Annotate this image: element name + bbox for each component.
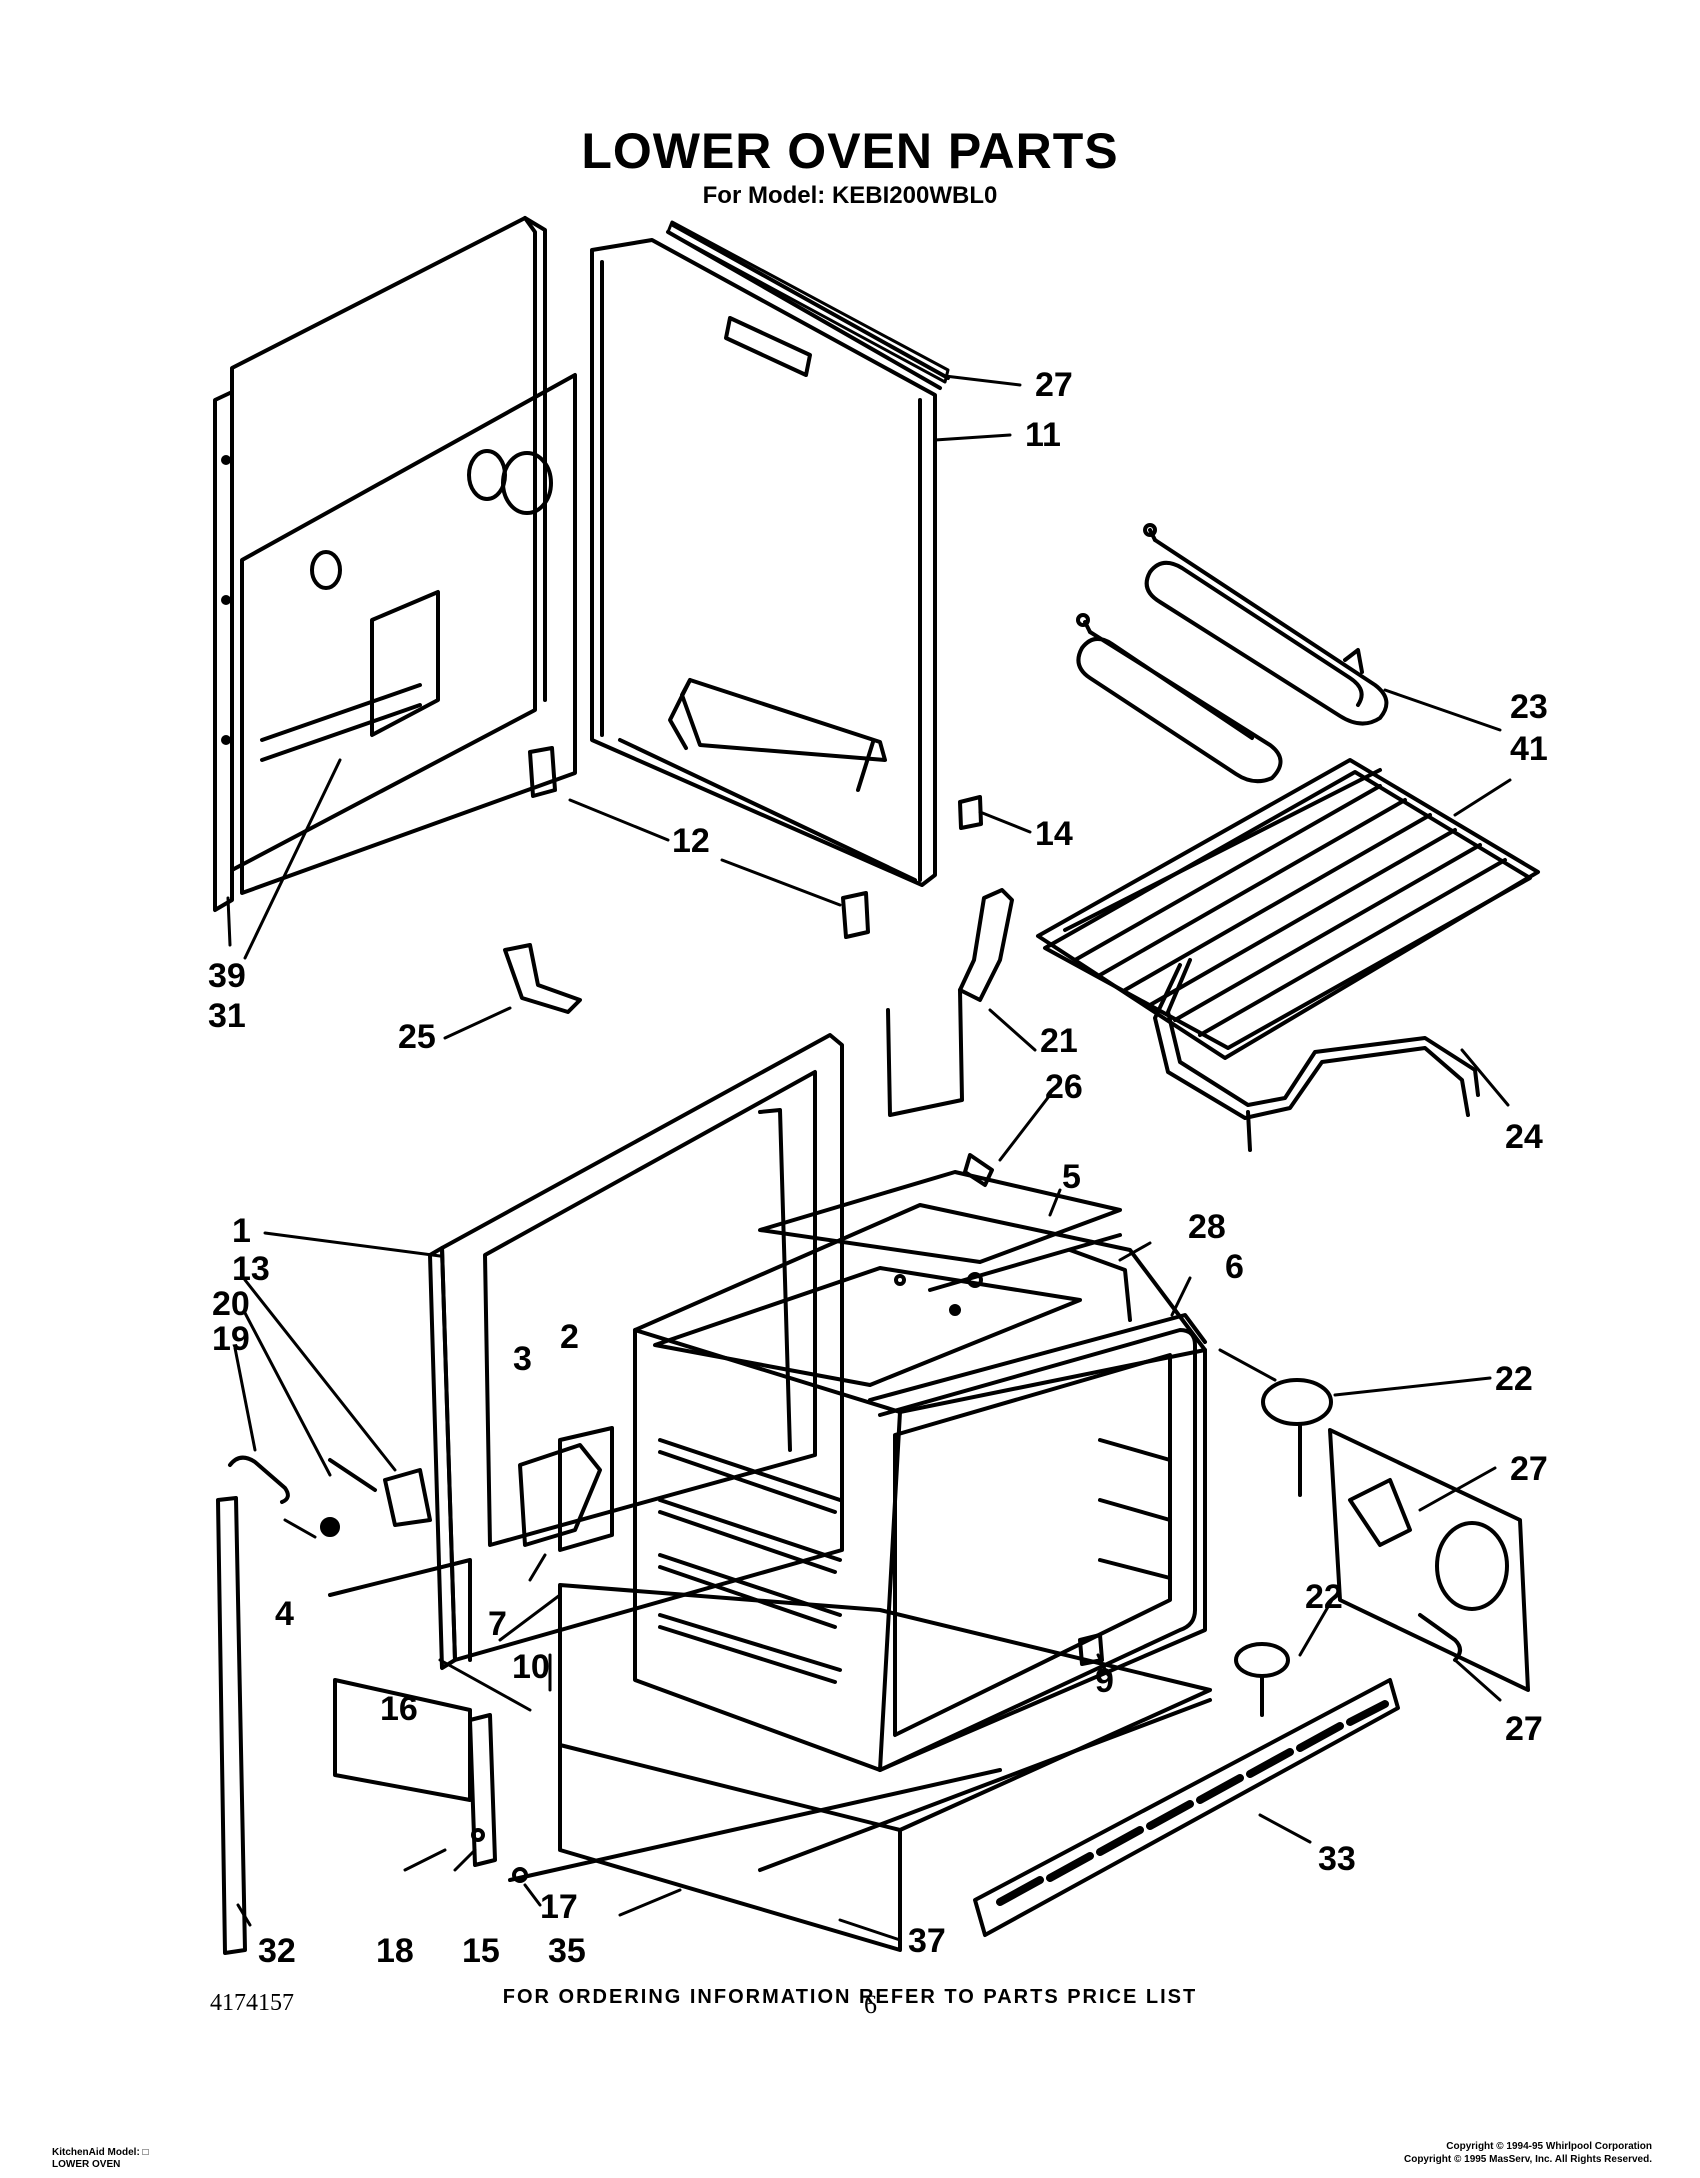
top-strip xyxy=(666,220,950,384)
broil-element xyxy=(1076,523,1389,784)
callout-6: 6 xyxy=(1225,1248,1244,1286)
callout-2: 2 xyxy=(560,1318,579,1356)
oven-cavity xyxy=(633,1170,1207,1772)
page-number: 6 xyxy=(864,1990,877,2019)
callout-24: 24 xyxy=(1505,1118,1543,1156)
callout-15: 15 xyxy=(462,1932,500,1970)
document-number: 4174157 xyxy=(210,1990,294,2016)
callout-37: 37 xyxy=(908,1922,946,1960)
copyright-line2: Copyright © 1995 MasServ, Inc. All Right… xyxy=(1403,2154,1652,2165)
callout-11: 11 xyxy=(1025,416,1061,454)
callout-32: 27 xyxy=(1035,366,1073,404)
callout-labels: 27 11 23 41 14 12 39 31 25 21 26 24 1 5 … xyxy=(208,366,1548,1970)
front-frame xyxy=(428,1033,844,1670)
mount-bracket xyxy=(503,943,582,1014)
sensor-probe xyxy=(963,1153,994,1187)
callout-33: 32 xyxy=(258,1932,296,1970)
side-trim-strip xyxy=(216,1496,247,1955)
callout-20: 19 xyxy=(212,1320,250,1358)
callout-31: 31 xyxy=(208,997,246,1035)
callout-28: 27 xyxy=(1505,1710,1543,1748)
footer-left-line1: KitchenAid Model: □ xyxy=(52,2147,149,2158)
callout-27-text: 27 xyxy=(1510,1450,1548,1488)
page-title: LOWER OVEN PARTS xyxy=(581,123,1119,179)
callout-30: 28 xyxy=(1188,1208,1226,1246)
callout-13: 13 xyxy=(232,1250,270,1288)
vent-grille xyxy=(973,1678,1400,1937)
oven-rack xyxy=(1036,758,1540,1060)
rear-insulation-panel xyxy=(213,216,577,912)
callout-14: 14 xyxy=(1035,815,1073,853)
model-subtitle: For Model: KEBI200WBL0 xyxy=(702,182,998,209)
side-panel xyxy=(590,223,950,887)
callout-12: 12 xyxy=(672,822,710,860)
ordering-note: FOR ORDERING INFORMATION REFER TO PARTS … xyxy=(502,1986,1198,2008)
callout-7: 7 xyxy=(488,1605,507,1643)
callout-16: 16 xyxy=(380,1690,418,1728)
callout-25: 23 xyxy=(1510,688,1548,726)
clip-brackets xyxy=(528,746,983,939)
footer-left-line2: LOWER OVEN xyxy=(52,2159,121,2170)
bottom-pan xyxy=(508,1583,1212,1952)
callout-23: 22 xyxy=(1495,1360,1533,1398)
callout-19: 20 xyxy=(212,1285,250,1323)
callout-5: 5 xyxy=(1062,1158,1081,1196)
callout-17: 17 xyxy=(540,1888,578,1926)
callout-34: 33 xyxy=(1318,1840,1356,1878)
footer-right: Copyright © 1994-95 Whirlpool Corporatio… xyxy=(1404,2140,1652,2166)
lamp-assembly xyxy=(1234,1378,1530,1717)
callout-9: 9 xyxy=(1095,1662,1114,1700)
latch-parts xyxy=(228,1455,528,1883)
callout-29: 26 xyxy=(1045,1068,1083,1106)
callout-4: 4 xyxy=(275,1595,294,1633)
callout-10: 10 xyxy=(512,1648,550,1686)
callout-21: 21 xyxy=(1040,1022,1078,1060)
bake-element xyxy=(1153,958,1480,1152)
leader-lines xyxy=(226,374,1512,1942)
footer-left: KitchenAid Model: □ LOWER OVEN xyxy=(52,2147,149,2171)
callout-18: 18 xyxy=(376,1932,414,1970)
callout-22-text: 22 xyxy=(1305,1578,1343,1616)
callout-35: 35 xyxy=(548,1932,586,1970)
vent-tube xyxy=(958,888,1014,1002)
callout-3: 3 xyxy=(513,1340,532,1378)
callout-39: 41 xyxy=(1510,730,1548,768)
callout-1: 1 xyxy=(232,1212,251,1250)
callout-41: 39 xyxy=(208,957,246,995)
copyright-line1: Copyright © 1994-95 Whirlpool Corporatio… xyxy=(1446,2141,1652,2152)
callout-26: 25 xyxy=(398,1018,436,1056)
